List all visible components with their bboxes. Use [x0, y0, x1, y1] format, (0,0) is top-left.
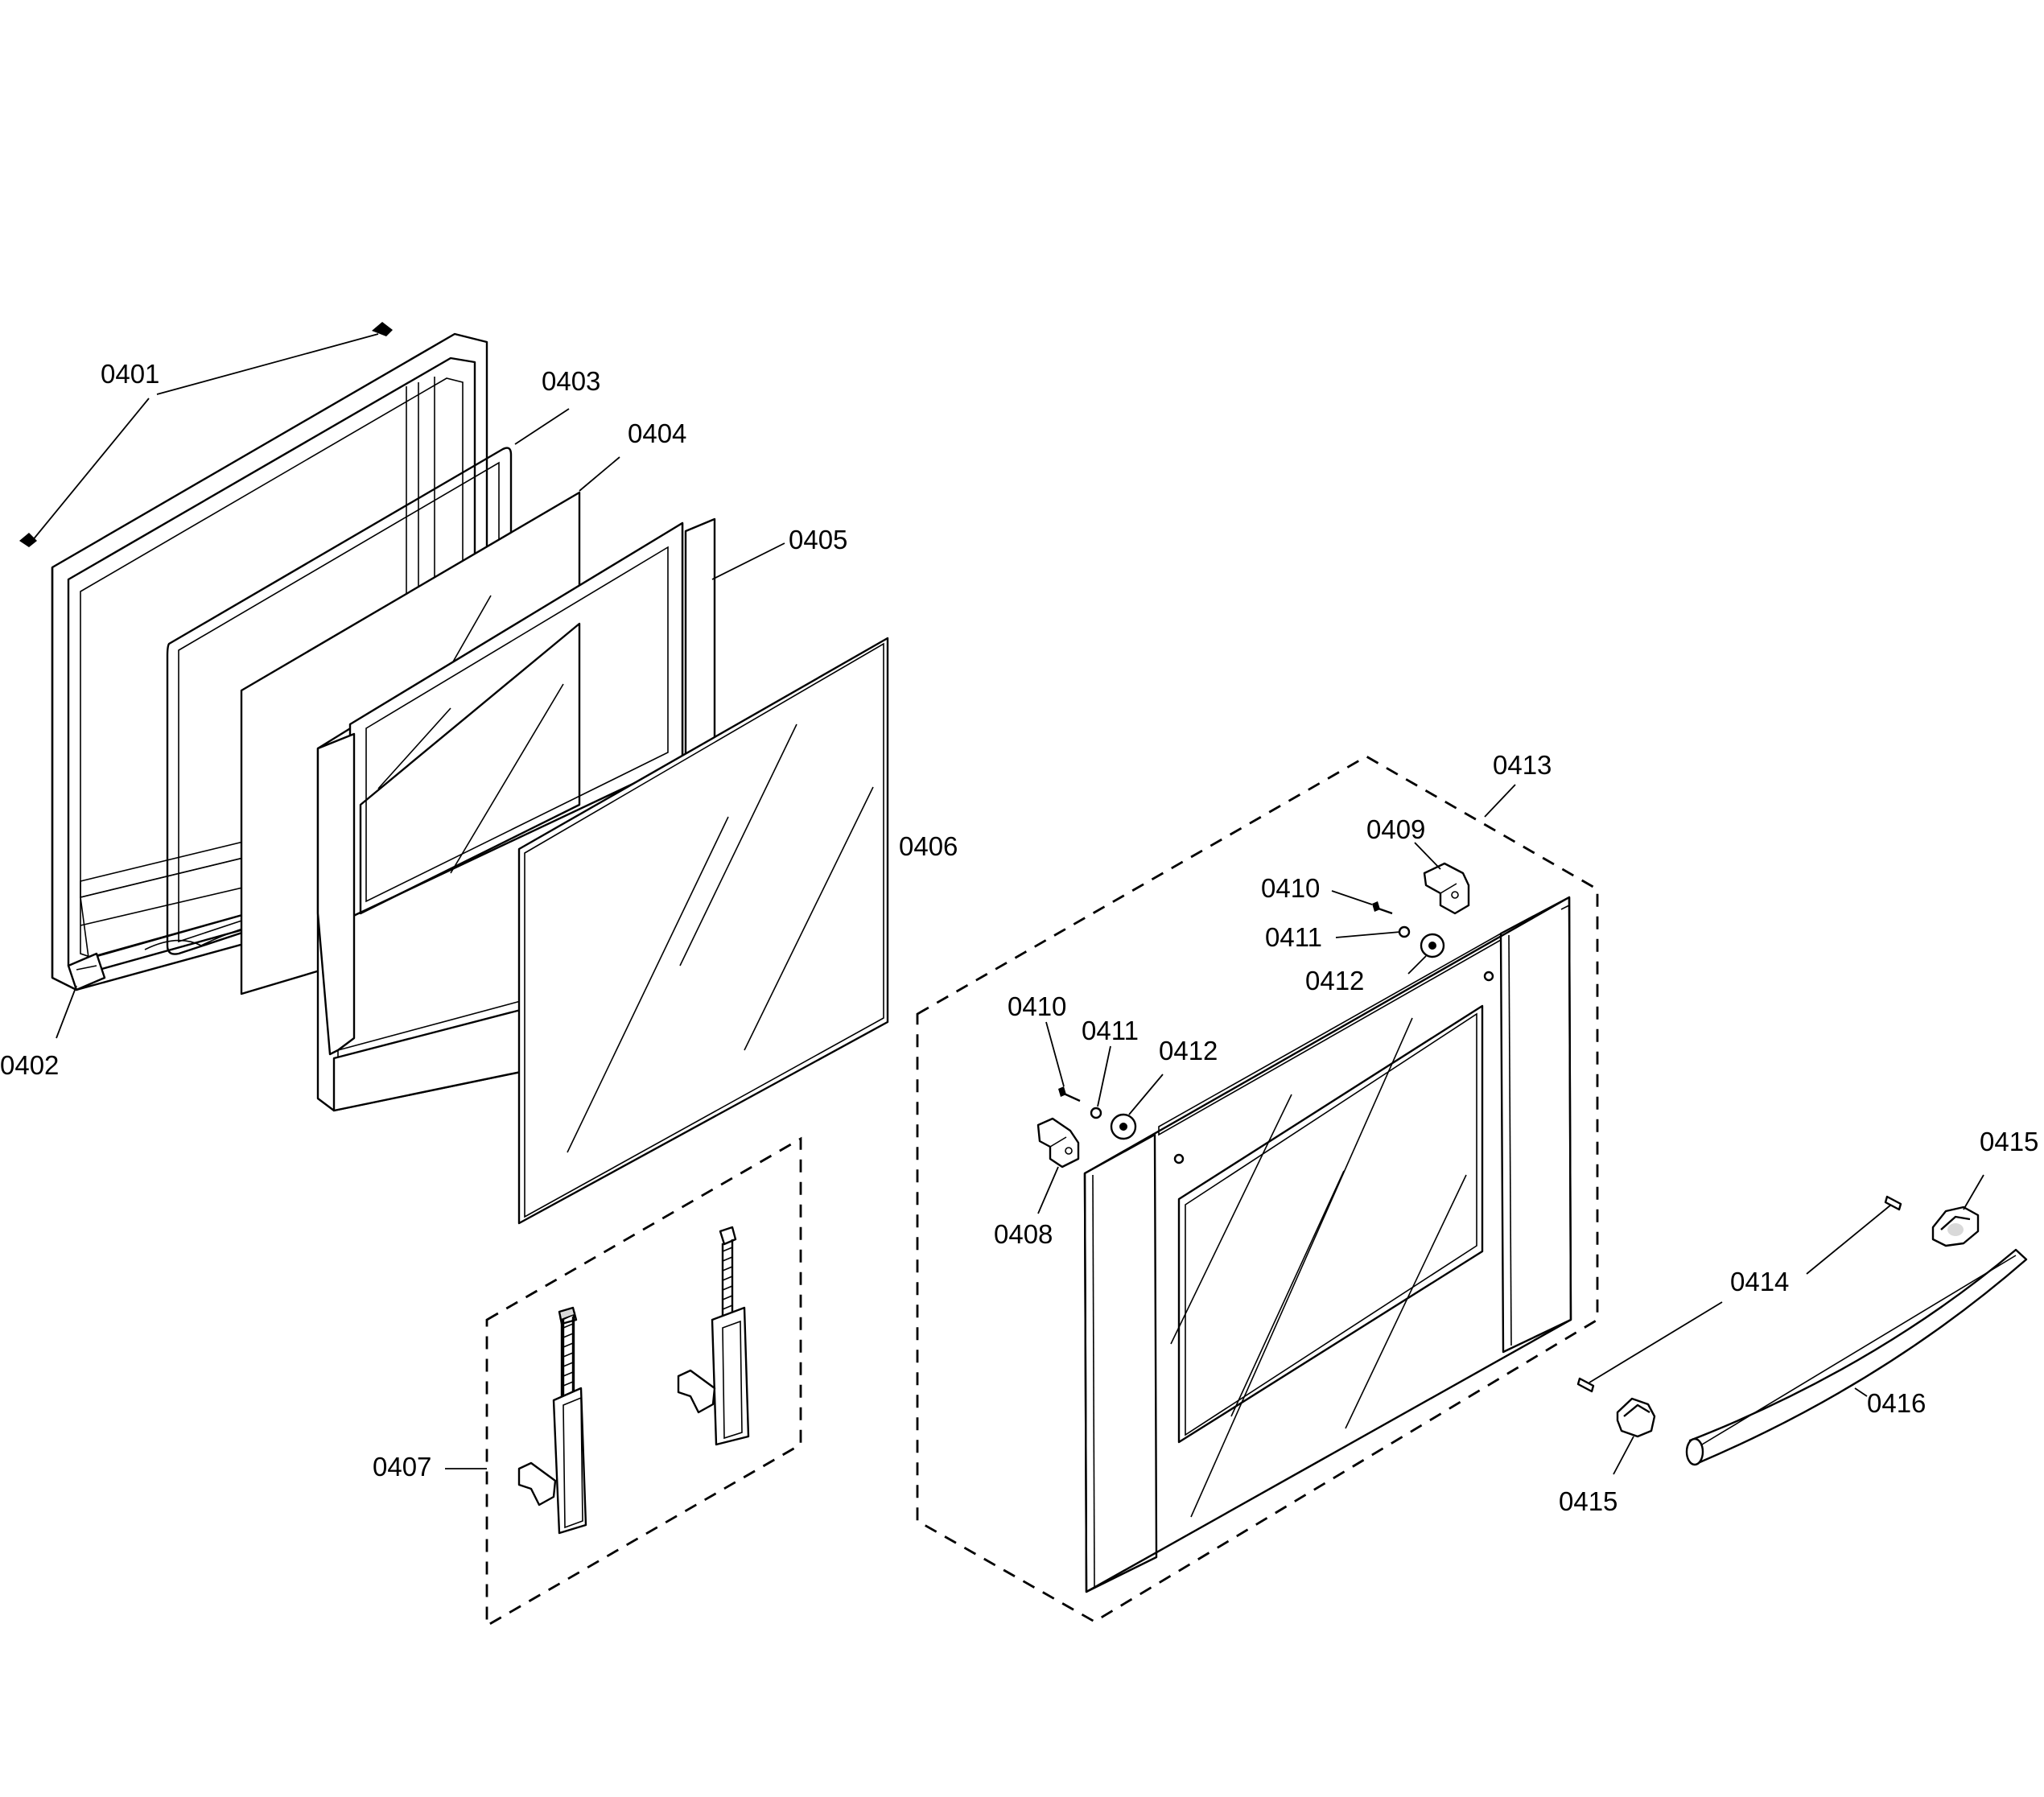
label-0403: 0403	[542, 366, 600, 396]
label-0412-lower: 0412	[1159, 1036, 1218, 1065]
label-0409: 0409	[1366, 814, 1425, 844]
label-0410-upper: 0410	[1261, 873, 1320, 903]
handle-end-cap-left	[1616, 1397, 1656, 1438]
label-0401: 0401	[101, 359, 159, 389]
outer-door-assembly	[916, 755, 1599, 1623]
outer-glass-pane	[517, 637, 889, 1225]
label-0410-lower: 0410	[1008, 991, 1066, 1021]
door-bracket-left	[1036, 1117, 1080, 1168]
handle-end-cap-right	[1931, 1206, 1980, 1247]
label-0415-upper: 0415	[1980, 1127, 2038, 1156]
label-0411-upper: 0411	[1265, 922, 1322, 952]
door-bracket-right	[1423, 862, 1470, 915]
handle-pin-right	[1884, 1195, 1902, 1211]
label-0416: 0416	[1867, 1388, 1926, 1418]
label-0406: 0406	[899, 831, 958, 861]
screw-410-lower	[1058, 1086, 1081, 1103]
label-0412-upper: 0412	[1305, 966, 1364, 995]
hinge-right	[677, 1226, 750, 1446]
hinge-left	[517, 1306, 587, 1535]
label-0415-lower: 0415	[1559, 1486, 1617, 1516]
spacer-412-upper	[1420, 933, 1445, 958]
handle-pin-left	[1576, 1377, 1595, 1393]
screw-410-upper	[1372, 901, 1393, 915]
washer-411-lower	[1090, 1107, 1102, 1119]
door-handle-bar	[1685, 1248, 2028, 1466]
label-0404: 0404	[628, 418, 686, 448]
label-0407: 0407	[373, 1452, 431, 1482]
callout-labels: 0401 0402 0403 0404 0405 0406 0407 0408 …	[0, 359, 2038, 1516]
label-0414: 0414	[1730, 1267, 1789, 1296]
leader-lines	[31, 333, 1984, 1475]
label-0413: 0413	[1493, 750, 1552, 780]
hinge-bracket	[67, 952, 106, 991]
hinge-set	[485, 1136, 802, 1628]
label-0411-lower: 0411	[1082, 1016, 1139, 1045]
label-0405: 0405	[789, 525, 847, 554]
washer-411-upper	[1398, 925, 1411, 938]
label-0402: 0402	[0, 1050, 59, 1080]
spacer-412-lower	[1110, 1113, 1137, 1140]
frame-clips	[19, 322, 393, 547]
label-0408: 0408	[994, 1219, 1053, 1249]
